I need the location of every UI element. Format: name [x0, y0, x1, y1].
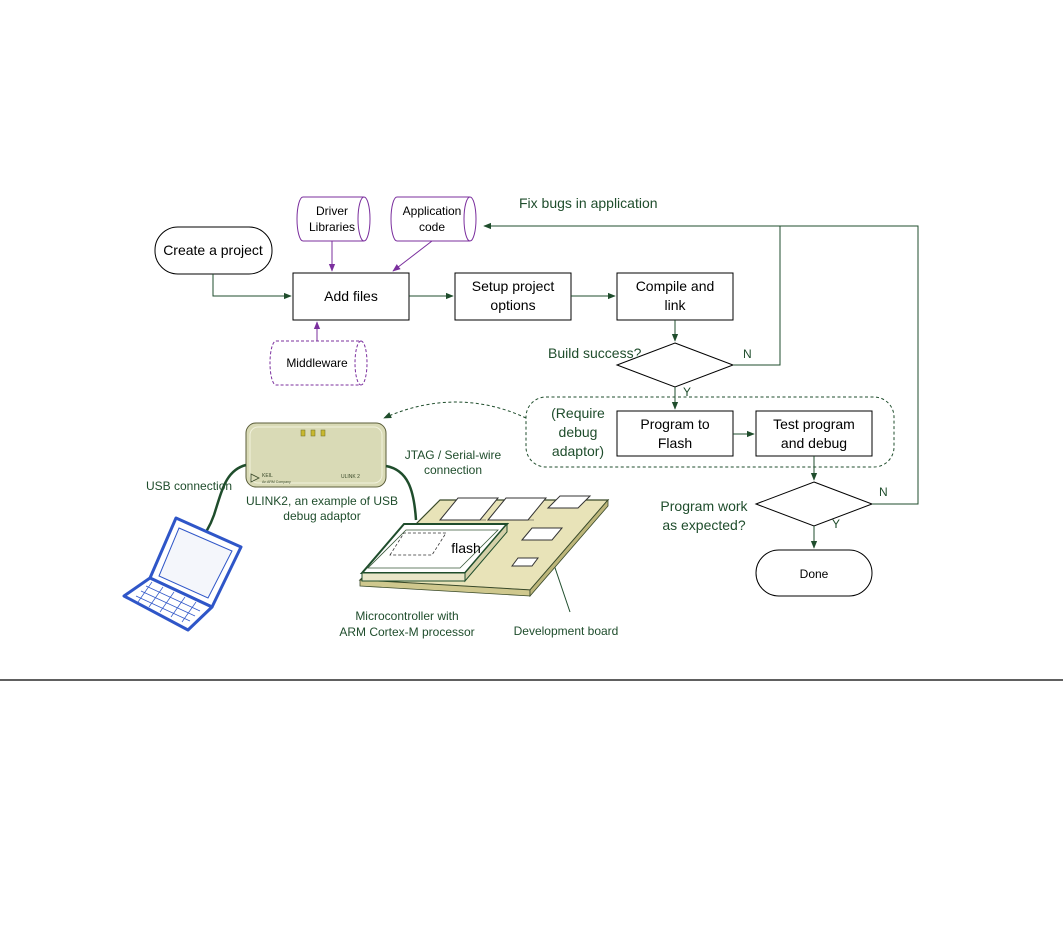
- ulink-caption-line1: ULINK2, an example of USB: [246, 494, 398, 508]
- test-debug-node: Test program and debug: [755, 410, 873, 457]
- setup-options-line2: options: [490, 297, 535, 313]
- ulink-brand: KEIL: [262, 473, 273, 479]
- setup-options-line1: Setup project: [472, 278, 555, 294]
- keil-logo-icon: [250, 473, 260, 483]
- program-work-line1: Program work: [660, 498, 748, 514]
- application-code-line2: code: [419, 220, 445, 234]
- ulink2-device: KEIL An ARM Company ULINK 2: [245, 422, 387, 488]
- compile-link-node: Compile and link: [616, 272, 734, 321]
- add-files-label: Add files: [324, 288, 378, 304]
- development-board-label: Development board: [514, 624, 619, 638]
- fix-bugs-label: Fix bugs in application: [519, 195, 658, 211]
- done-node: Done: [755, 549, 873, 597]
- arrow-app-to-add: [392, 240, 433, 272]
- done-label: Done: [800, 567, 829, 581]
- require-debug-line1: (Require: [551, 405, 605, 421]
- usb-connection-label: USB connection: [146, 479, 232, 493]
- jtag-line1: JTAG / Serial-wire: [405, 448, 502, 462]
- arrow-build-no-loop: [733, 226, 781, 366]
- build-success-label: Build success?: [548, 345, 642, 361]
- program-flash-node: Program to Flash: [616, 410, 734, 457]
- work-no-label: N: [879, 485, 888, 499]
- debug-adaptor-group: (Require debug adaptor): [525, 396, 895, 468]
- create-project-label: Create a project: [163, 242, 263, 258]
- development-board-icon: flash: [358, 495, 610, 598]
- jtag-line2: connection: [424, 463, 482, 477]
- flow-arrows: [212, 222, 919, 613]
- build-yes-label: Y: [683, 385, 691, 399]
- program-work-decision: Program work as expected? N Y: [660, 481, 888, 533]
- program-flash-line1: Program to: [640, 416, 709, 432]
- work-yes-label: Y: [832, 517, 840, 531]
- setup-options-node: Setup project options: [454, 272, 572, 321]
- ulink-company: An ARM Company: [262, 480, 291, 484]
- test-debug-line1: Test program: [773, 416, 855, 432]
- test-debug-line2: and debug: [781, 435, 847, 451]
- application-code-line1: Application: [403, 204, 462, 218]
- middleware-label: Middleware: [286, 356, 348, 370]
- application-code-store: Application code: [390, 196, 477, 242]
- add-files-node: Add files: [292, 272, 410, 321]
- build-success-decision: Build success? N Y: [548, 342, 752, 399]
- flash-label: flash: [451, 540, 481, 556]
- datastore-arrows: [313, 240, 433, 341]
- compile-link-line1: Compile and: [636, 278, 715, 294]
- require-debug-line3: adaptor): [552, 443, 604, 459]
- driver-libraries-line1: Driver: [316, 204, 348, 218]
- microcontroller-line2: ARM Cortex-M processor: [339, 625, 474, 639]
- program-flash-line2: Flash: [658, 435, 692, 451]
- arrow-ulink-dashed: [383, 401, 527, 419]
- require-debug-line2: debug: [559, 424, 598, 440]
- arrow-create-to-add: [212, 274, 292, 300]
- middleware-store: Middleware: [269, 340, 368, 386]
- program-work-line2: as expected?: [662, 517, 745, 533]
- microcontroller-line1: Microcontroller with: [355, 609, 458, 623]
- arrow-work-no-loop: [483, 222, 919, 505]
- ulink-model: ULINK 2: [341, 474, 360, 480]
- laptop-icon: [122, 516, 243, 632]
- driver-libraries-line2: Libraries: [309, 220, 355, 234]
- driver-libraries-store: Driver Libraries: [296, 196, 371, 242]
- create-project-node: Create a project: [154, 226, 273, 275]
- build-no-label: N: [743, 347, 752, 361]
- jtag-cable: [385, 464, 418, 521]
- compile-link-line2: link: [664, 297, 686, 313]
- ulink-caption-line2: debug adaptor: [283, 509, 360, 523]
